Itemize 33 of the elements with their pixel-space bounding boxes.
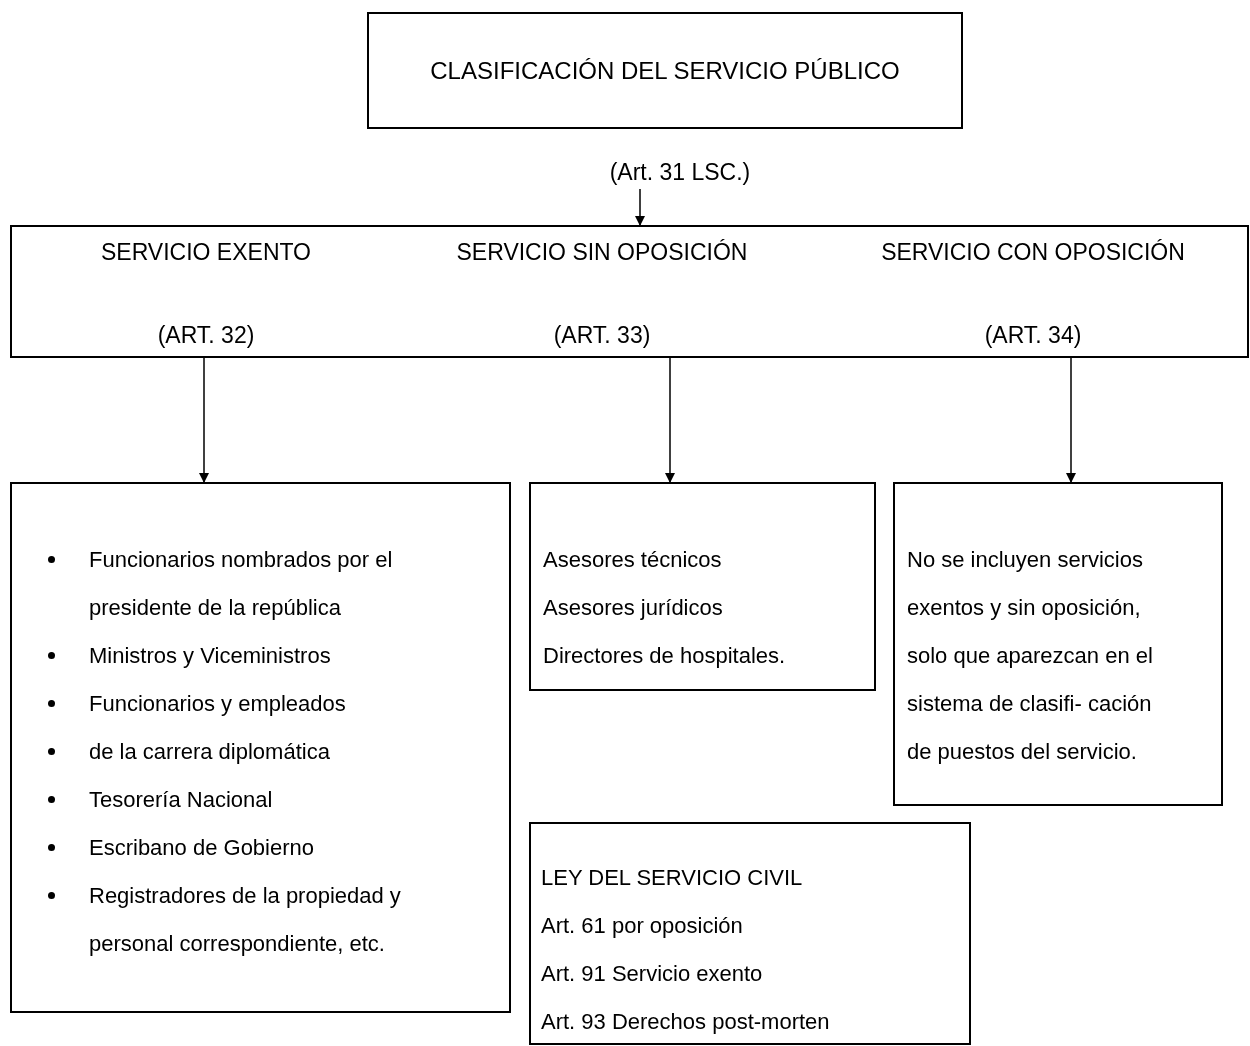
box-text: Asesores jurídicos [543,594,724,622]
box-text: Art. 93 Derechos post-morten [541,1008,831,1036]
article-reference: (ART. 32) [157,320,255,350]
list-item: Funcionarios nombrados por el presidente de la república [89,546,394,622]
box-text: No se incluyen servicios exentos y sin oposición, solo que aparezcan en el sistema de clasifi- cación de puestos del servicio. [907,546,1154,766]
article-reference: (ART. 34) [984,320,1082,350]
box-text: Asesores técnicos [543,546,723,574]
category-band [10,225,1249,358]
arrow [665,357,675,483]
arrow [635,188,645,226]
title-text: CLASIFICACIÓN DEL SERVICIO PÚBLICO [430,55,900,86]
arrow [1066,357,1076,483]
category-heading: SERVICIO CON OPOSICIÓN [881,238,1185,267]
category-heading: SERVICIO SIN OPOSICIÓN [456,238,748,267]
title-box [367,12,963,129]
list-item: Funcionarios y empleados [89,690,347,718]
content-box [529,822,971,1045]
list-item: Ministros y Viceministros [89,642,332,670]
content-box [529,482,876,691]
box-text: Art. 91 Servicio exento [541,960,764,988]
content-box [893,482,1223,806]
list-item: Tesorería Nacional [89,786,274,814]
box-text: Art. 61 por oposición [541,912,744,940]
box-text: Directores de hospitales. [543,642,787,670]
category-heading: SERVICIO EXENTO [100,238,311,267]
box-heading: LEY DEL SERVICIO CIVIL [541,864,804,892]
list-item: Escribano de Gobierno [89,834,316,862]
arrow [199,357,209,483]
article-reference: (Art. 31 LSC.) [609,157,751,187]
article-reference: (ART. 33) [553,320,651,350]
list-item: de la carrera diplomática [89,738,331,766]
list-item: Registradores de la propiedad y personal correspondiente, etc. [89,882,402,958]
content-box [10,482,511,1013]
